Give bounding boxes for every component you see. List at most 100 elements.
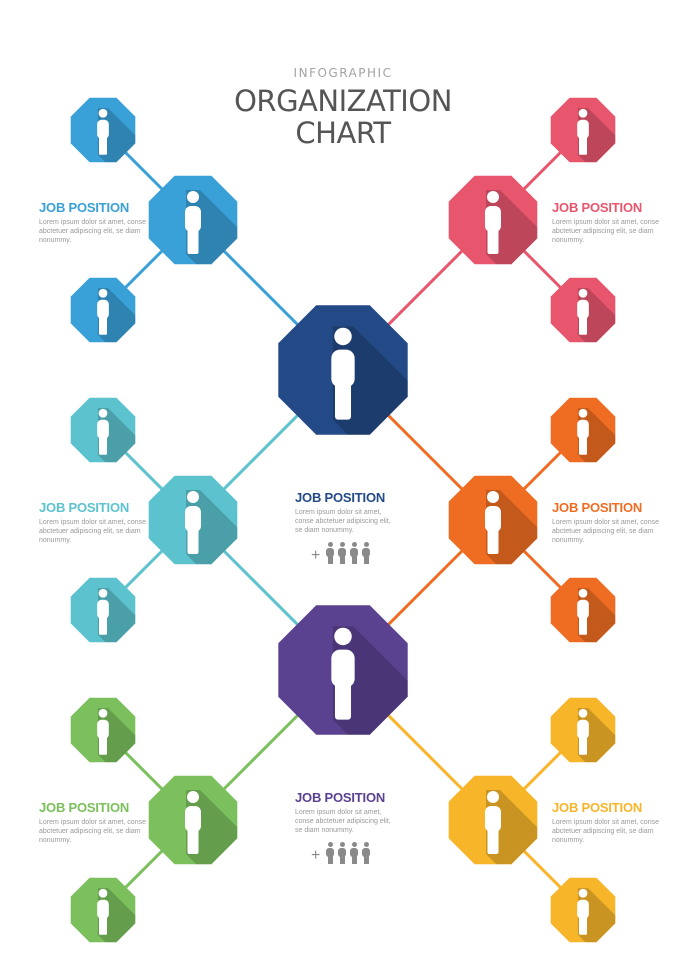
long-shadow <box>577 288 616 343</box>
job-label-navy: JOB POSITION Lorem ipsum dolor sit amet,… <box>295 490 400 535</box>
long-shadow <box>486 790 538 865</box>
long-shadow <box>97 708 136 763</box>
job-label-blue: JOB POSITION Lorem ipsum dolor sit amet,… <box>39 200 149 245</box>
node-yellow-top <box>550 697 616 763</box>
person-icon <box>577 588 589 635</box>
team-people-icon <box>325 542 335 564</box>
long-shadow <box>486 190 538 265</box>
node-blue <box>148 175 238 265</box>
team-icon-group-purple: + <box>311 842 371 864</box>
header-title-line2: CHART <box>295 116 391 150</box>
job-desc-pink: Lorem ipsum dolor sit amet, conse abctet… <box>552 219 659 244</box>
node-blue-top <box>70 97 136 163</box>
node-orange-bottom <box>550 577 616 643</box>
job-label-teal: JOB POSITION Lorem ipsum dolor sit amet,… <box>39 500 149 545</box>
job-label-green: JOB POSITION Lorem ipsum dolor sit amet,… <box>39 800 149 845</box>
node-blue-bottom <box>70 277 136 343</box>
person-icon <box>97 108 109 155</box>
node-pink <box>448 175 538 265</box>
node-pink-top <box>550 97 616 163</box>
team-people-icon <box>361 542 371 564</box>
person-icon <box>577 288 589 335</box>
person-icon <box>97 288 109 335</box>
node-yellow-bottom <box>550 877 616 943</box>
job-title-blue: JOB POSITION <box>39 200 130 215</box>
team-plus-purple: + <box>311 847 321 864</box>
person-icon <box>331 627 355 720</box>
team-icon-group-navy: + <box>311 542 371 564</box>
job-desc-green: Lorem ipsum dolor sit amet, conse abctet… <box>39 819 146 844</box>
job-desc-navy: Lorem ipsum dolor sit amet, conse abctet… <box>295 509 391 534</box>
job-title-green: JOB POSITION <box>39 800 130 815</box>
person-icon <box>485 791 501 854</box>
job-desc-purple: Lorem ipsum dolor sit amet, conse abctet… <box>295 809 391 834</box>
long-shadow <box>186 490 238 565</box>
job-desc-blue: Lorem ipsum dolor sit amet, conse abctet… <box>39 219 146 244</box>
node-green-top <box>70 697 136 763</box>
node-purple <box>278 605 408 735</box>
long-shadow <box>577 408 616 463</box>
person-icon <box>331 327 355 420</box>
long-shadow <box>97 588 136 643</box>
long-shadow <box>186 190 238 265</box>
job-label-orange: JOB POSITION Lorem ipsum dolor sit amet,… <box>552 500 672 545</box>
node-teal-top <box>70 397 136 463</box>
job-title-purple: JOB POSITION <box>295 790 386 805</box>
person-icon <box>577 888 589 935</box>
node-pink-bottom <box>550 277 616 343</box>
long-shadow <box>186 790 238 865</box>
node-orange-top <box>550 397 616 463</box>
long-shadow <box>332 626 408 735</box>
job-title-navy: JOB POSITION <box>295 490 386 505</box>
person-icon <box>97 708 109 755</box>
team-people-icon <box>361 842 371 864</box>
job-title-orange: JOB POSITION <box>552 500 643 515</box>
long-shadow <box>97 888 136 943</box>
person-icon <box>577 408 589 455</box>
person-icon <box>577 108 589 155</box>
job-desc-yellow: Lorem ipsum dolor sit amet, conse abctet… <box>552 819 659 844</box>
team-people-icon <box>337 542 347 564</box>
header-title-line1: ORGANIZATION <box>234 84 452 118</box>
long-shadow <box>486 490 538 565</box>
job-desc-orange: Lorem ipsum dolor sit amet, conse abctet… <box>552 519 659 544</box>
person-icon <box>97 588 109 635</box>
node-green <box>148 775 238 865</box>
person-icon <box>97 888 109 935</box>
team-people-icon <box>349 542 359 564</box>
job-desc-teal: Lorem ipsum dolor sit amet, conse abctet… <box>39 519 146 544</box>
team-people-icon <box>349 842 359 864</box>
node-orange <box>448 475 538 565</box>
header-subtitle: INFOGRAPHIC <box>293 66 393 80</box>
long-shadow <box>577 108 616 163</box>
team-plus-navy: + <box>311 547 321 564</box>
long-shadow <box>332 326 408 435</box>
job-label-purple: JOB POSITION Lorem ipsum dolor sit amet,… <box>295 790 400 835</box>
person-icon <box>485 491 501 554</box>
long-shadow <box>97 408 136 463</box>
job-title-pink: JOB POSITION <box>552 200 643 215</box>
long-shadow <box>577 708 616 763</box>
person-icon <box>97 408 109 455</box>
person-icon <box>185 491 201 554</box>
node-yellow <box>448 775 538 865</box>
team-people-icon <box>325 842 335 864</box>
node-navy <box>278 305 408 435</box>
person-icon <box>185 791 201 854</box>
job-label-yellow: JOB POSITION Lorem ipsum dolor sit amet,… <box>552 800 672 845</box>
person-icon <box>577 708 589 755</box>
job-label-pink: JOB POSITION Lorem ipsum dolor sit amet,… <box>552 200 672 245</box>
team-people-icon <box>337 842 347 864</box>
person-icon <box>485 191 501 254</box>
node-teal-bottom <box>70 577 136 643</box>
long-shadow <box>97 288 136 343</box>
job-title-teal: JOB POSITION <box>39 500 130 515</box>
node-teal <box>148 475 238 565</box>
person-icon <box>185 191 201 254</box>
long-shadow <box>577 588 616 643</box>
long-shadow <box>97 108 136 163</box>
job-title-yellow: JOB POSITION <box>552 800 643 815</box>
node-green-bottom <box>70 877 136 943</box>
long-shadow <box>577 888 616 943</box>
